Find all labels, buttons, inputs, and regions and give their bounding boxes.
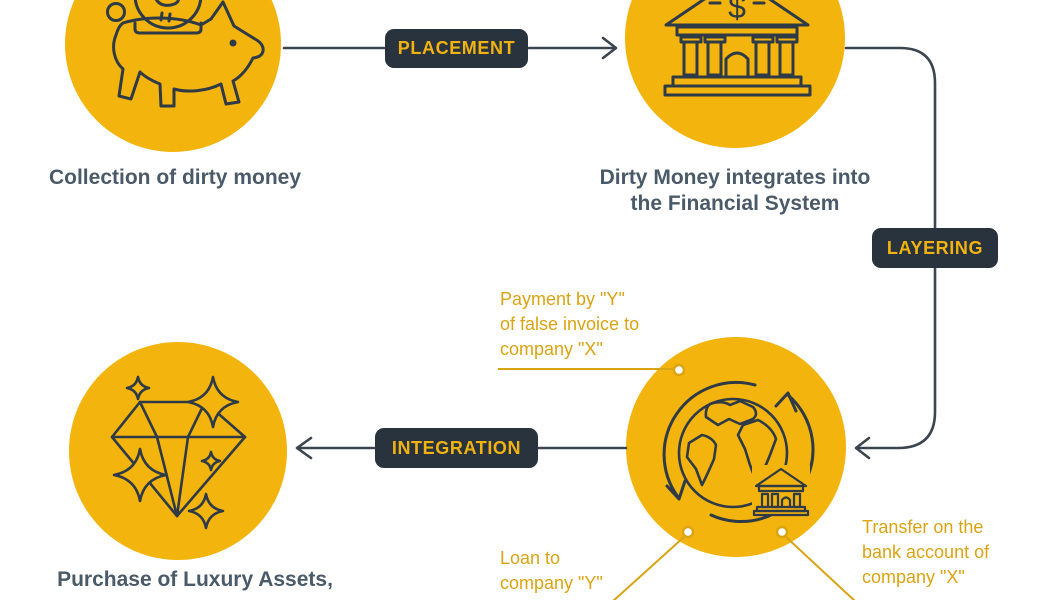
loan-callout-line1: Loan to bbox=[500, 548, 561, 568]
layering-badge: LAYERING bbox=[872, 228, 998, 268]
luxury-caption: Purchase of Luxury Assets, bbox=[57, 568, 333, 591]
financial-system-caption: Dirty Money integrates into the Financia… bbox=[585, 165, 885, 217]
collection-node-circle bbox=[65, 0, 281, 152]
luxury-node-circle bbox=[69, 342, 287, 560]
loan-callout: Loan to company "Y" bbox=[500, 546, 603, 596]
integration-badge: INTEGRATION bbox=[375, 428, 538, 468]
transfer-callout: Transfer on the bank account of company … bbox=[862, 515, 989, 590]
layering-node-circle bbox=[626, 337, 846, 557]
placement-badge: PLACEMENT bbox=[385, 29, 528, 68]
payment-callout-line3: company "X" bbox=[500, 339, 603, 359]
financial-system-node-circle bbox=[625, 0, 845, 148]
financial-system-caption-line2: the Financial System bbox=[630, 192, 840, 215]
financial-system-caption-line1: Dirty Money integrates into bbox=[599, 166, 871, 189]
layering-badge-label: LAYERING bbox=[886, 237, 984, 258]
transfer-callout-line1: Transfer on the bbox=[862, 517, 984, 537]
loan-callout-line2: company "Y" bbox=[500, 573, 603, 593]
integration-badge-label: INTEGRATION bbox=[391, 437, 522, 458]
placement-badge-label: PLACEMENT bbox=[397, 38, 516, 58]
payment-callout-line1: Payment by "Y" bbox=[500, 289, 625, 309]
payment-callout: Payment by "Y" of false invoice to compa… bbox=[500, 287, 639, 362]
payment-callout-line2: of false invoice to bbox=[500, 314, 640, 334]
collection-caption: Collection of dirty money bbox=[48, 166, 302, 189]
transfer-callout-line2: bank account of bbox=[862, 542, 990, 562]
transfer-callout-line3: company "X" bbox=[862, 567, 965, 587]
